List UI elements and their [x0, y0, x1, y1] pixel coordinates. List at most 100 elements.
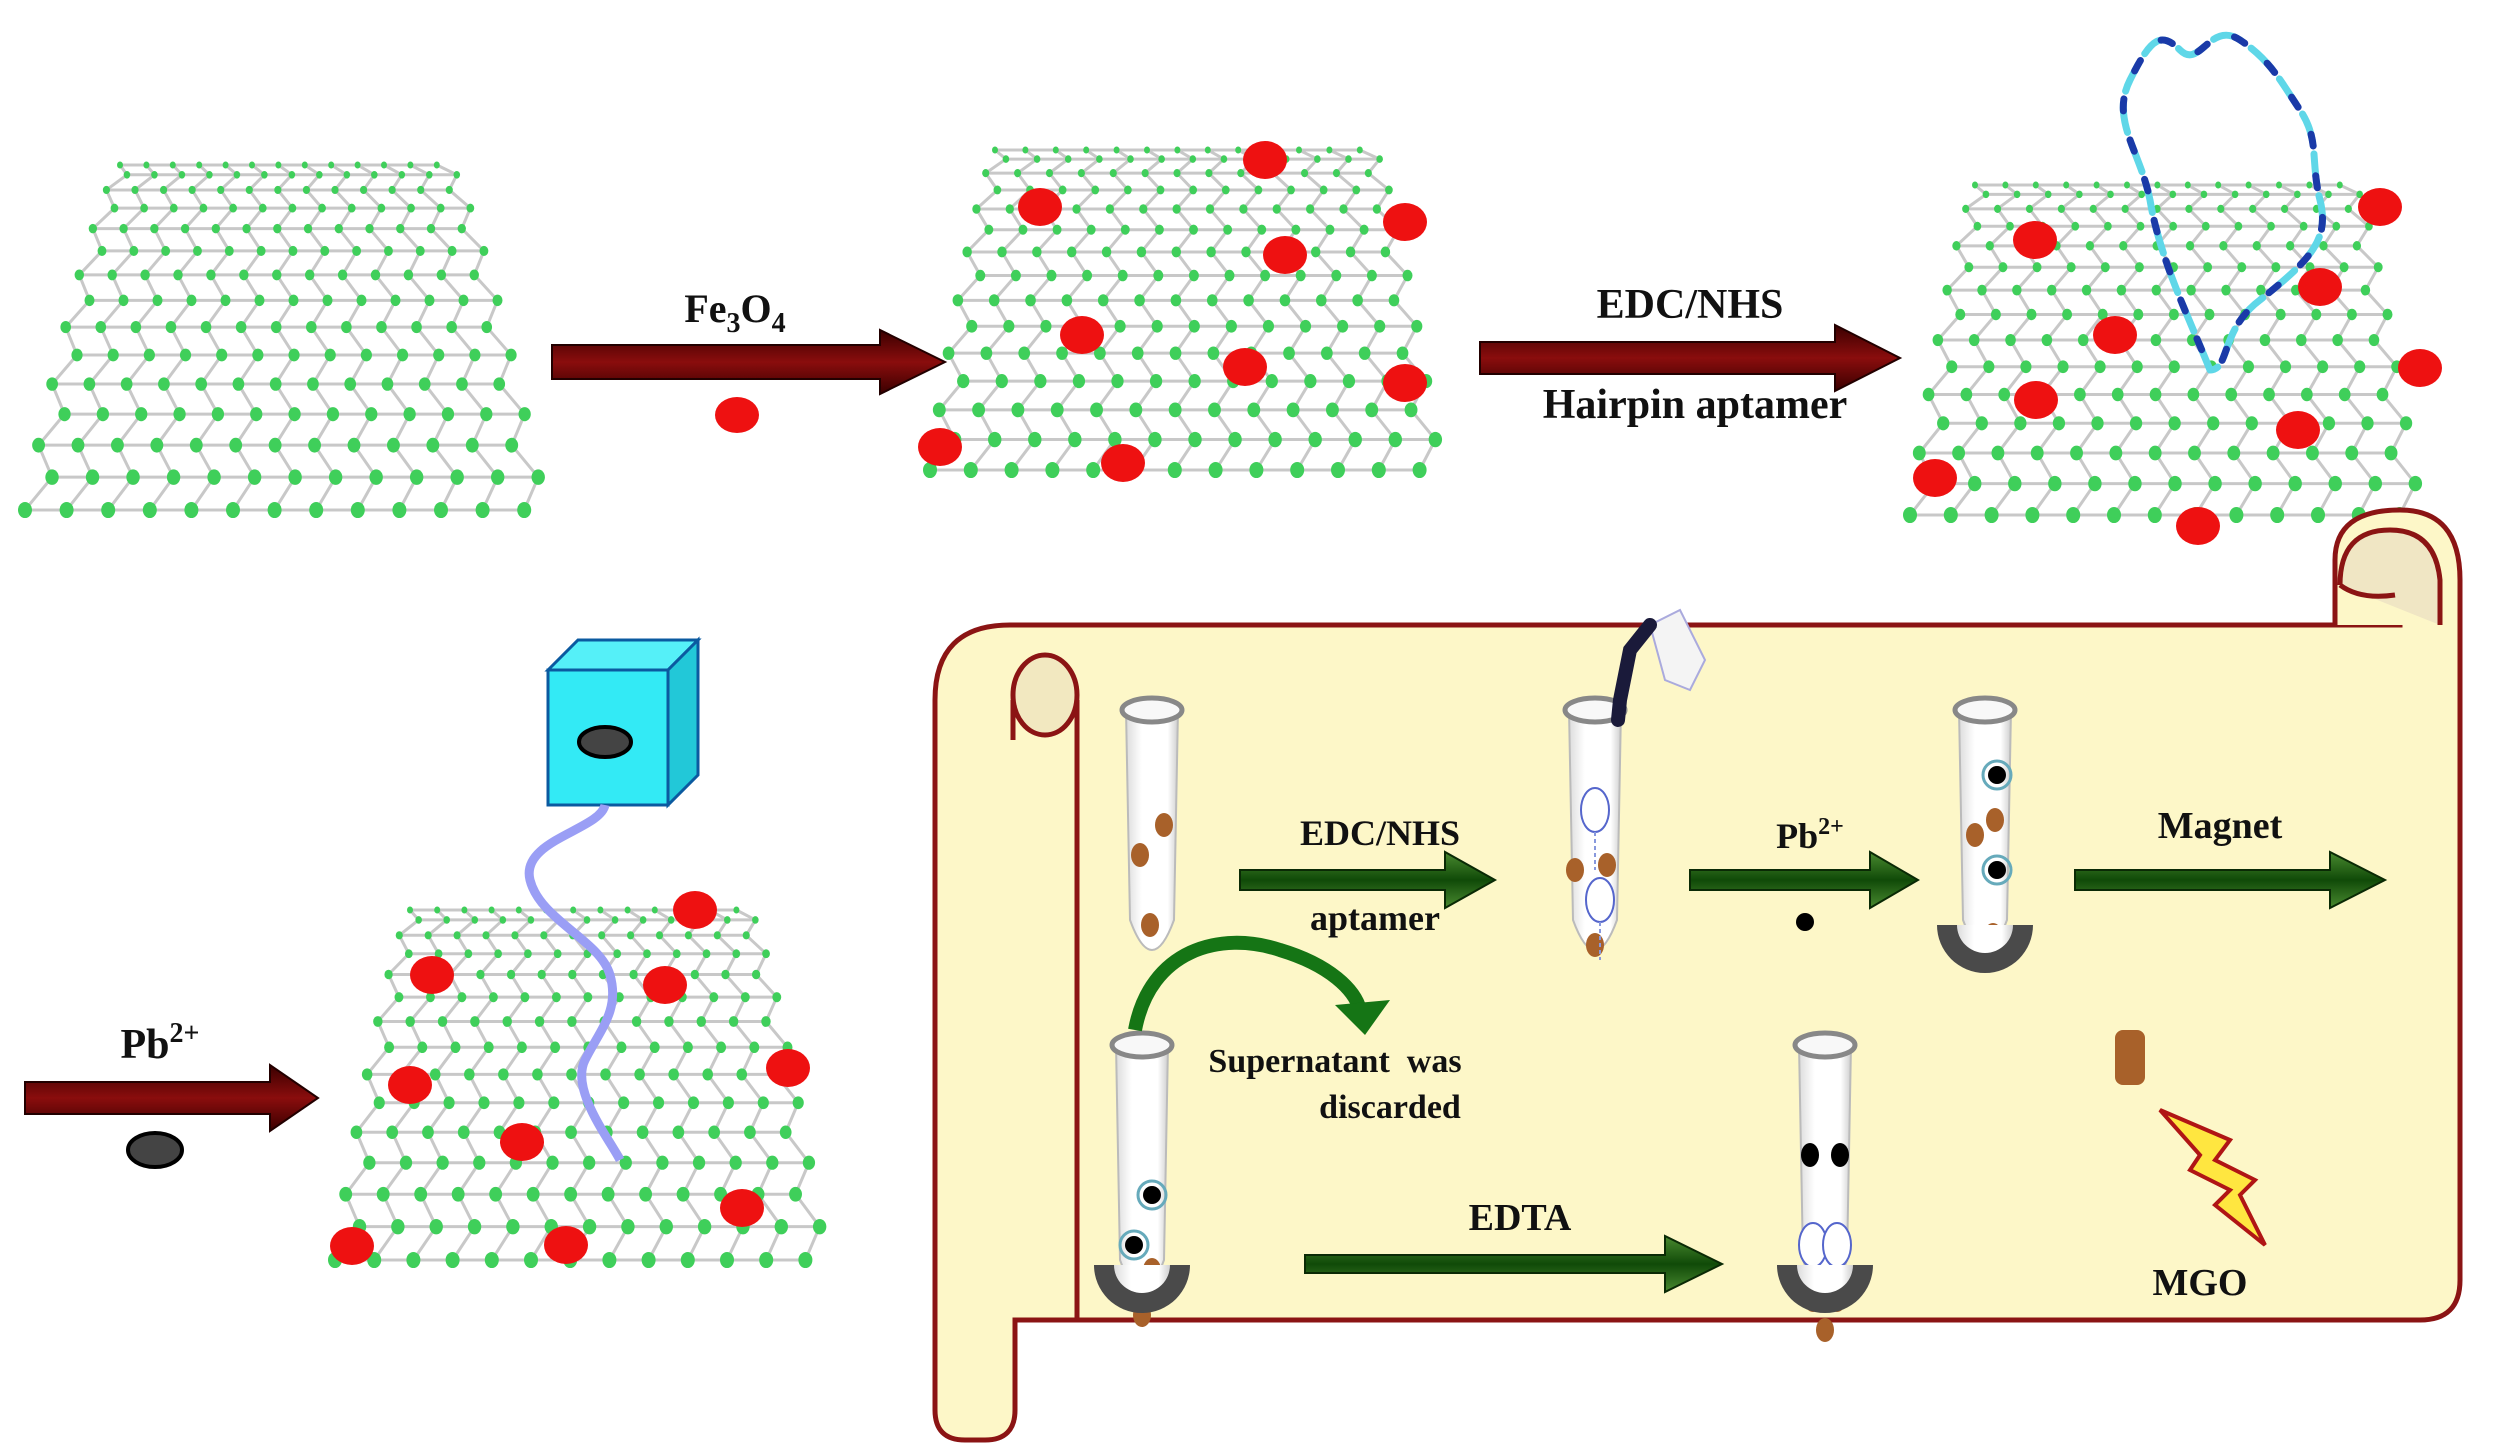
carbon-atom	[429, 1218, 443, 1235]
carbon-atom	[2221, 284, 2231, 296]
carbon-atom	[447, 245, 457, 257]
carbon-atom	[229, 203, 237, 213]
carbon-atom	[1428, 431, 1443, 448]
carbon-atom	[150, 223, 159, 234]
carbon-atom	[461, 906, 468, 914]
carbon-atom	[2317, 360, 2329, 374]
carbon-atom	[1094, 346, 1106, 360]
carbon-atom	[702, 949, 711, 959]
carbon-atom	[762, 949, 770, 959]
carbon-atom	[506, 1218, 520, 1235]
carbon-atom	[567, 1016, 577, 1027]
carbon-atom	[1964, 262, 1974, 273]
carbon-atom	[450, 1041, 461, 1054]
carbon-atom	[488, 992, 498, 1003]
carbon-atom	[337, 269, 348, 281]
carbon-atom	[2062, 308, 2073, 321]
carbon-atom	[656, 1155, 669, 1170]
centrifuge-tube-icon	[1119, 695, 1185, 951]
carbon-atom	[1402, 269, 1413, 282]
carbon-atom	[742, 931, 750, 940]
carbon-atom	[1946, 360, 1958, 374]
carbon-atom	[1262, 319, 1275, 333]
carbon-atom	[2245, 181, 2252, 189]
carbon-atom	[980, 346, 993, 360]
carbon-atom	[2094, 360, 2106, 374]
carbon-atom	[443, 1096, 455, 1110]
carbon-atom	[1105, 204, 1115, 214]
carbon-atom	[740, 992, 750, 1003]
carbon-atom	[1304, 374, 1317, 389]
carbon-atom	[652, 1096, 665, 1110]
carbon-atom	[18, 501, 32, 519]
carbon-atom	[211, 407, 225, 422]
carbon-atom	[1224, 269, 1235, 282]
carbon-atom	[2204, 308, 2215, 321]
carbon-atom	[1356, 146, 1363, 154]
carbon-atom	[217, 185, 225, 195]
carbon-atom	[1014, 169, 1022, 178]
carbon-atom	[339, 1186, 353, 1202]
carbon-atom	[1131, 346, 1144, 360]
carbon-atom	[597, 906, 604, 914]
carbon-atom	[457, 223, 466, 234]
carbon-atom	[482, 931, 490, 940]
carbon-atom	[1033, 155, 1041, 163]
carbon-atom	[759, 1251, 774, 1269]
carbon-atom	[453, 931, 461, 940]
carbon-atom	[1149, 374, 1163, 389]
pb-aptamer-complex-cube-icon	[524, 636, 702, 1163]
carbon-atom	[418, 377, 431, 391]
carbon-atom	[792, 1096, 804, 1110]
carbon-atom	[601, 1186, 615, 1202]
carbon-atom	[720, 1251, 734, 1269]
carbon-atom	[2227, 445, 2241, 461]
carbon-atom	[1983, 360, 1995, 374]
carbon-atom	[74, 269, 84, 281]
carbon-atom	[166, 469, 181, 485]
carbon-atom	[426, 992, 435, 1003]
carbon-atom	[118, 294, 129, 307]
carbon-atom	[636, 1125, 649, 1139]
carbon-atom	[524, 949, 532, 959]
carbon-atom	[354, 161, 361, 169]
carbon-atom	[614, 992, 624, 1003]
carbon-atom	[95, 320, 107, 334]
carbon-atom	[2275, 308, 2286, 321]
carbon-atom	[1205, 204, 1215, 214]
carbon-atom	[60, 320, 71, 334]
fe3o4-particle	[2276, 411, 2320, 449]
carbon-atom	[256, 245, 266, 257]
carbon-atom	[551, 992, 561, 1003]
carbon-atom	[119, 223, 128, 234]
carbon-atom	[2276, 181, 2282, 189]
carbon-atom	[2352, 241, 2362, 251]
carbon-atom	[415, 245, 425, 257]
carbon-atom	[1371, 461, 1386, 479]
carbon-atom	[1101, 246, 1112, 258]
carbon-atom	[32, 437, 46, 453]
carbon-atom	[2129, 416, 2143, 431]
carbon-atom	[2168, 416, 2181, 431]
carbon-atom	[407, 906, 413, 914]
carbon-atom	[1168, 402, 1182, 418]
carbon-atom	[129, 245, 139, 257]
carbon-atom	[417, 1041, 428, 1054]
carbon-atom	[326, 407, 340, 422]
carbon-atom	[437, 1016, 448, 1027]
procedure-edc-nhs-label: EDC/NHS	[1300, 813, 1460, 853]
carbon-atom	[1998, 262, 2008, 273]
carbon-atom	[476, 969, 485, 980]
carbon-atom	[1321, 346, 1333, 360]
carbon-atom	[169, 161, 176, 169]
carbon-atom	[798, 1251, 813, 1269]
carbon-atom	[2322, 416, 2336, 431]
carbon-atom	[1359, 224, 1369, 235]
carbon-atom	[2124, 181, 2130, 189]
carbon-atom	[1083, 146, 1090, 154]
centrifuge-tube-icon	[1937, 695, 2033, 973]
carbon-atom	[1316, 294, 1327, 307]
carbon-atom	[328, 469, 343, 485]
carbon-atom	[2338, 387, 2351, 402]
carbon-atom	[373, 1016, 383, 1027]
